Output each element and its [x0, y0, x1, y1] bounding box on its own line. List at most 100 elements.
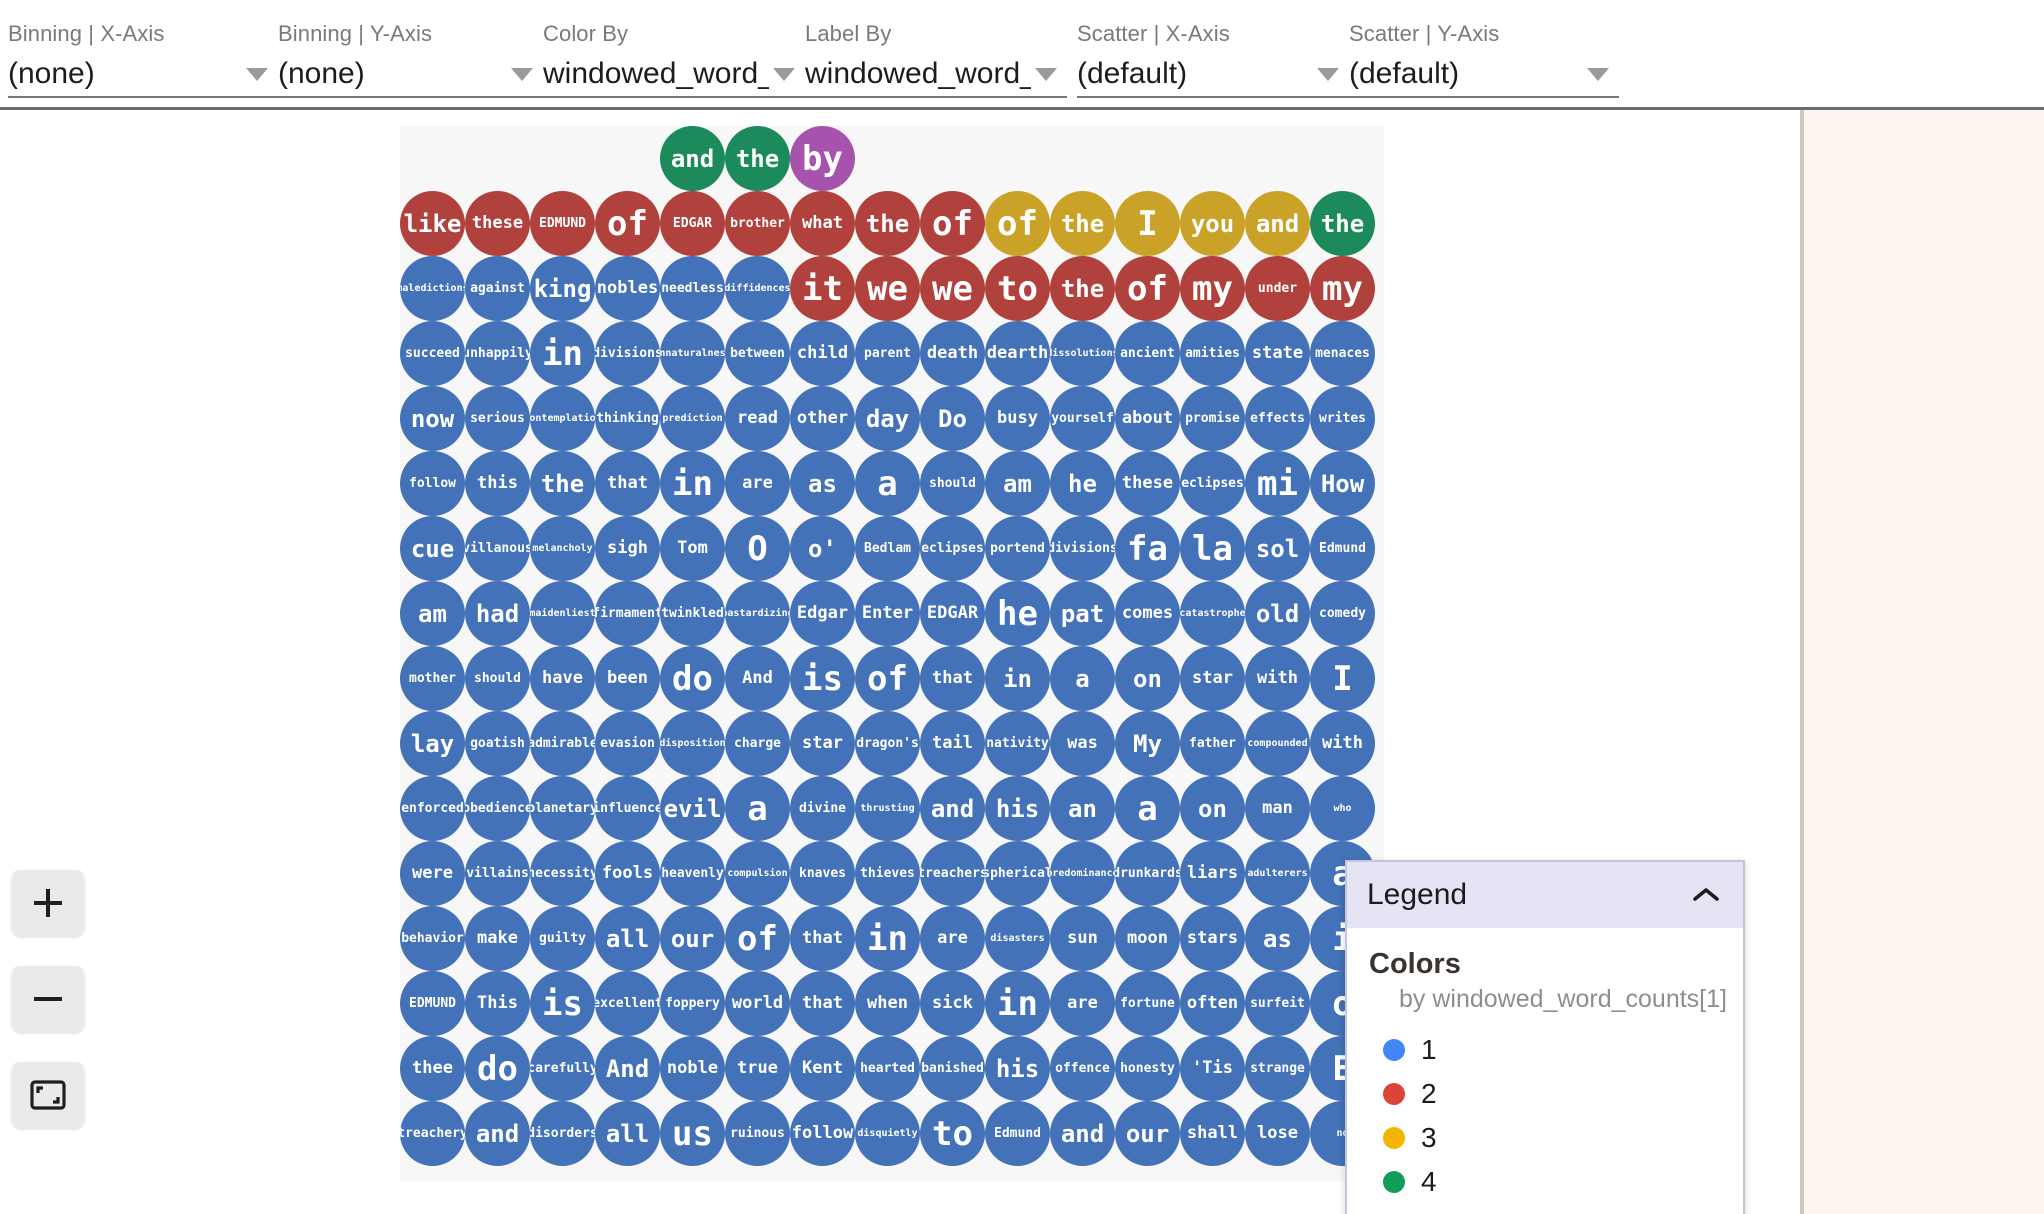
- bubble-point[interactable]: day: [855, 386, 920, 451]
- bubble-point[interactable]: honesty: [1115, 1036, 1180, 1101]
- bubble-point[interactable]: ancient: [1115, 321, 1180, 386]
- bubble-point[interactable]: the: [1310, 191, 1375, 256]
- bubble-point[interactable]: comedy: [1310, 581, 1375, 646]
- chevron-down-icon[interactable]: [773, 67, 795, 81]
- bubble-point[interactable]: And: [725, 646, 790, 711]
- bubble-point[interactable]: needless: [660, 256, 725, 321]
- bubble-point[interactable]: who: [1310, 776, 1375, 841]
- bubble-point[interactable]: sick: [920, 971, 985, 1036]
- bubble-point[interactable]: do: [660, 646, 725, 711]
- bubble-point[interactable]: thee: [400, 1036, 465, 1101]
- bubble-point[interactable]: Tom: [660, 516, 725, 581]
- bubble-point[interactable]: am: [400, 581, 465, 646]
- dropdown-select[interactable]: (default): [1077, 52, 1349, 98]
- bubble-point[interactable]: sigh: [595, 516, 660, 581]
- bubble-point[interactable]: on: [1115, 646, 1180, 711]
- bubble-point[interactable]: are: [920, 906, 985, 971]
- bubble-point[interactable]: spherical: [985, 841, 1050, 906]
- bubble-point[interactable]: charge: [725, 711, 790, 776]
- bubble-point[interactable]: mother: [400, 646, 465, 711]
- bubble-point[interactable]: my: [1180, 256, 1245, 321]
- bubble-point[interactable]: O: [725, 516, 790, 581]
- bubble-point[interactable]: in: [660, 451, 725, 516]
- bubble-point[interactable]: had: [465, 581, 530, 646]
- bubble-point[interactable]: adulterers: [1245, 841, 1310, 906]
- bubble-point[interactable]: shall: [1180, 1101, 1245, 1166]
- bubble-point[interactable]: mi: [1245, 451, 1310, 516]
- bubble-point[interactable]: were: [400, 841, 465, 906]
- bubble-point[interactable]: brother: [725, 191, 790, 256]
- bubble-point[interactable]: by: [790, 126, 855, 191]
- bubble-point[interactable]: banished: [920, 1036, 985, 1101]
- bubble-point[interactable]: dearth: [985, 321, 1050, 386]
- bubble-point[interactable]: read: [725, 386, 790, 451]
- bubble-point[interactable]: the: [725, 126, 790, 191]
- bubble-point[interactable]: an: [1050, 776, 1115, 841]
- chevron-down-icon[interactable]: [1035, 67, 1057, 81]
- chevron-up-icon[interactable]: [1691, 885, 1721, 905]
- bubble-point[interactable]: now: [400, 386, 465, 451]
- bubble-point[interactable]: of: [725, 906, 790, 971]
- bubble-point[interactable]: Kent: [790, 1036, 855, 1101]
- bubble-point[interactable]: that: [790, 906, 855, 971]
- bubble-point[interactable]: thrusting: [855, 776, 920, 841]
- bubble-point[interactable]: us: [660, 1101, 725, 1166]
- bubble-point[interactable]: drunkards: [1115, 841, 1180, 906]
- bubble-point[interactable]: we: [855, 256, 920, 321]
- bubble-point[interactable]: treachers: [920, 841, 985, 906]
- bubble-point[interactable]: of: [855, 646, 920, 711]
- legend-item-1[interactable]: 1: [1369, 1028, 1743, 1072]
- bubble-point[interactable]: a: [1115, 776, 1180, 841]
- bubble-point[interactable]: serious: [465, 386, 530, 451]
- bubble-point[interactable]: obedience: [465, 776, 530, 841]
- bubble-point[interactable]: liars: [1180, 841, 1245, 906]
- bubble-point[interactable]: planetary: [530, 776, 595, 841]
- bubble-point[interactable]: surfeit: [1245, 971, 1310, 1036]
- bubble-point[interactable]: of: [595, 191, 660, 256]
- bubble-point[interactable]: our: [660, 906, 725, 971]
- bubble-point[interactable]: the: [1050, 256, 1115, 321]
- bubble-point[interactable]: other: [790, 386, 855, 451]
- bubble-point[interactable]: diffidences: [725, 256, 790, 321]
- bubble-point[interactable]: a: [855, 451, 920, 516]
- bubble-point[interactable]: evasion: [595, 711, 660, 776]
- bubble-point[interactable]: a: [725, 776, 790, 841]
- bubble-point[interactable]: and: [1050, 1101, 1115, 1166]
- bubble-point[interactable]: world: [725, 971, 790, 1036]
- bubble-point[interactable]: I: [1310, 646, 1375, 711]
- bubble-point[interactable]: we: [920, 256, 985, 321]
- bubble-point[interactable]: with: [1245, 646, 1310, 711]
- bubble-point[interactable]: compounded: [1245, 711, 1310, 776]
- zoom-out-button[interactable]: [12, 966, 84, 1032]
- bubble-point[interactable]: child: [790, 321, 855, 386]
- bubble-point[interactable]: the: [855, 191, 920, 256]
- bubble-point[interactable]: that: [595, 451, 660, 516]
- bubble-point[interactable]: moon: [1115, 906, 1180, 971]
- bubble-point[interactable]: eclipses: [920, 516, 985, 581]
- bubble-point[interactable]: and: [465, 1101, 530, 1166]
- bubble-point[interactable]: o': [790, 516, 855, 581]
- bubble-point[interactable]: Do: [920, 386, 985, 451]
- bubble-point[interactable]: death: [920, 321, 985, 386]
- bubble-point[interactable]: in: [855, 906, 920, 971]
- bubble-point[interactable]: star: [790, 711, 855, 776]
- bubble-point[interactable]: in: [530, 321, 595, 386]
- bubble-point[interactable]: guilty: [530, 906, 595, 971]
- zoom-in-button[interactable]: [12, 870, 84, 936]
- bubble-point[interactable]: lay: [400, 711, 465, 776]
- bubble-point[interactable]: you: [1180, 191, 1245, 256]
- bubble-point[interactable]: la: [1180, 516, 1245, 581]
- bubble-point[interactable]: Edmund: [1310, 516, 1375, 581]
- bubble-point[interactable]: man: [1245, 776, 1310, 841]
- bubble-point[interactable]: melancholy: [530, 516, 595, 581]
- bubble-point[interactable]: dissolutions: [1050, 321, 1115, 386]
- bubble-point[interactable]: My: [1115, 711, 1180, 776]
- dropdown-select[interactable]: windowed_word_c: [543, 52, 805, 98]
- bubble-point[interactable]: How: [1310, 451, 1375, 516]
- bubble-point[interactable]: influence: [595, 776, 660, 841]
- bubble-point[interactable]: Edmund: [985, 1101, 1050, 1166]
- legend-item-3[interactable]: 3: [1369, 1116, 1743, 1160]
- bubble-point[interactable]: father: [1180, 711, 1245, 776]
- bubble-point[interactable]: was: [1050, 711, 1115, 776]
- bubble-point[interactable]: busy: [985, 386, 1050, 451]
